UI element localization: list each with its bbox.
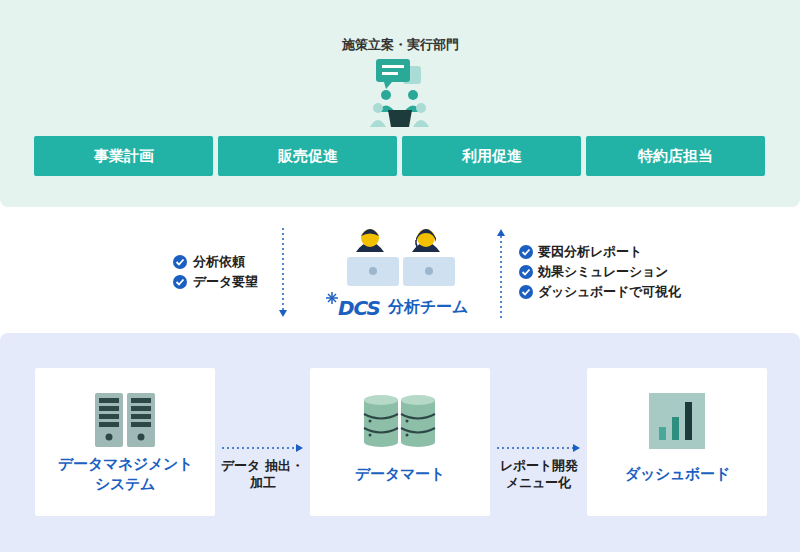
team-logo: DCS <box>338 297 380 319</box>
flow-connector <box>497 444 580 452</box>
request-item: 分析依頼 <box>193 254 245 270</box>
connector-line <box>497 447 574 449</box>
box-label: データマネジメントシステム <box>55 454 195 495</box>
box-label: 事業計画 <box>94 147 154 166</box>
box-label: データマート <box>355 464 445 484</box>
connector-line <box>222 447 297 449</box>
check-icons <box>173 245 533 299</box>
system-box: ダッシュボード <box>587 368 767 516</box>
department-box: 販売促進 <box>218 136 397 176</box>
department-band: 施策立案・実行部門事業計画 販売促進 利用促進 特約店担当 <box>0 0 800 207</box>
box-label: 特約店担当 <box>638 147 713 166</box>
logo-star <box>326 292 338 304</box>
delivery-arrow <box>497 229 505 318</box>
department-box: 特約店担当 <box>586 136 765 176</box>
system-box: データマネジメントシステム <box>35 368 215 516</box>
system-box: データマート <box>310 368 490 516</box>
box-label: 販売促進 <box>278 147 338 166</box>
request-item: データ要望 <box>193 274 258 290</box>
team-name: 分析チーム <box>388 299 468 315</box>
band-title: 施策立案・実行部門 <box>0 36 800 54</box>
edge-label: データ 抽出・加工 <box>219 457 307 491</box>
edge-label: レポート開発 メニュー化 <box>495 457 583 491</box>
arrow-head <box>296 444 303 452</box>
deliverable-item: ダッシュボードで可視化 <box>538 284 681 300</box>
request-arrow <box>279 228 287 317</box>
database-icon <box>364 395 435 447</box>
server-icon <box>95 393 155 447</box>
deliverable-item: 要因分析レポート <box>538 244 642 260</box>
meeting-icon <box>370 59 429 127</box>
box-label: ダッシュボード <box>625 464 730 484</box>
arrow-head <box>573 444 580 452</box>
flow-connector <box>222 444 303 452</box>
chart-icon <box>649 393 705 449</box>
box-label: 利用促進 <box>462 147 522 166</box>
analyst-icon <box>347 229 455 286</box>
deliverable-item: 効果シミュレーション <box>538 264 668 280</box>
department-box: 事業計画 <box>34 136 213 176</box>
department-box: 利用促進 <box>402 136 581 176</box>
